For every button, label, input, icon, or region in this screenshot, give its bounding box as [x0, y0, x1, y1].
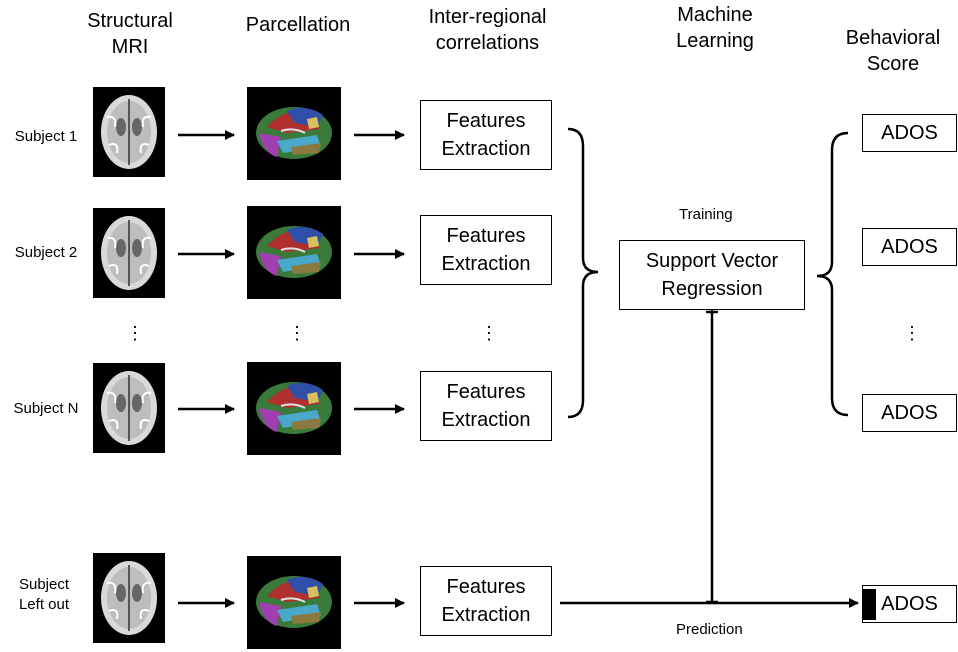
- brain-scan-icon: [101, 95, 157, 169]
- parcellated-brain-icon: [256, 226, 332, 278]
- header-line: Inter-regional: [428, 6, 547, 28]
- parcellated-brain-icon: [256, 107, 332, 159]
- mri-image-subject-2: [93, 208, 165, 298]
- header-line: Behavioral: [845, 27, 941, 49]
- parcellation-image-subject-1: [247, 87, 341, 180]
- box-line: Extraction: [441, 138, 531, 160]
- subject-n-label: Subject N: [2, 399, 90, 419]
- subject-2-label: Subject 2: [2, 243, 90, 263]
- brain-scan-icon: [101, 371, 157, 445]
- header-inter-regional-correlations: Inter-regional correlations: [405, 4, 570, 56]
- subject-line: Subject 1: [14, 128, 78, 145]
- header-line: MRI: [111, 36, 149, 58]
- header-behavioral-score: Behavioral Score: [838, 25, 948, 77]
- subject-line: Subject: [18, 576, 70, 593]
- features-extraction-box-n: Features Extraction: [420, 371, 552, 441]
- header-line: Structural: [87, 10, 173, 32]
- features-extraction-box-1: Features Extraction: [420, 100, 552, 170]
- parcellation-image-subject-n: [247, 362, 341, 455]
- parcellated-brain-icon: [256, 382, 332, 434]
- subject-1-label: Subject 1: [2, 127, 90, 147]
- subject-line: Subject 2: [14, 244, 78, 261]
- ellipsis-parcellation: ⋮: [288, 323, 306, 343]
- brain-scan-icon: [101, 561, 157, 635]
- parcellated-brain-icon: [256, 576, 332, 628]
- mri-image-subject-n: [93, 363, 165, 453]
- parcellation-image-subject-left-out: [247, 556, 341, 649]
- ellipsis-scores: ⋮: [903, 323, 921, 343]
- box-line: Regression: [661, 278, 763, 300]
- header-line: Machine: [677, 4, 753, 26]
- prediction-label: Prediction: [676, 621, 743, 638]
- ellipsis-subjects: ⋮: [126, 323, 144, 343]
- subject-line: Subject N: [13, 400, 79, 417]
- box-line: Support Vector: [645, 250, 779, 272]
- training-label: Training: [679, 206, 733, 223]
- header-line: Score: [866, 53, 920, 75]
- box-line: Extraction: [441, 604, 531, 626]
- ados-score-n: ADOS: [862, 394, 957, 432]
- support-vector-regression-box: Support Vector Regression: [619, 240, 805, 310]
- features-extraction-box-2: Features Extraction: [420, 215, 552, 285]
- brace-features-to-svr: [567, 127, 599, 419]
- brace-svr-to-scores: [816, 131, 849, 417]
- box-line: Features: [446, 381, 526, 403]
- prediction-marker: [863, 589, 876, 620]
- header-parcellation: Parcellation: [228, 12, 368, 38]
- header-line: correlations: [435, 32, 540, 54]
- mri-image-subject-1: [93, 87, 165, 177]
- ados-score-2: ADOS: [862, 228, 957, 266]
- header-machine-learning: Machine Learning: [650, 2, 780, 54]
- header-line: Parcellation: [245, 14, 351, 36]
- brain-scan-icon: [101, 216, 157, 290]
- ados-score-predicted: ADOS: [862, 585, 957, 623]
- features-extraction-box-left-out: Features Extraction: [420, 566, 552, 636]
- ellipsis-features: ⋮: [480, 323, 498, 343]
- mri-image-subject-left-out: [93, 553, 165, 643]
- parcellation-image-subject-2: [247, 206, 341, 299]
- header-line: Learning: [676, 30, 754, 52]
- header-structural-mri: Structural MRI: [70, 8, 190, 60]
- ados-score-predicted-label: ADOS: [881, 592, 938, 615]
- box-line: Features: [446, 110, 526, 132]
- box-line: Extraction: [441, 253, 531, 275]
- subject-line: Left out: [18, 596, 70, 613]
- ados-score-1: ADOS: [862, 114, 957, 152]
- box-line: Extraction: [441, 409, 531, 431]
- box-line: Features: [446, 576, 526, 598]
- subject-left-out-label: Subject Left out: [2, 575, 86, 615]
- box-line: Features: [446, 225, 526, 247]
